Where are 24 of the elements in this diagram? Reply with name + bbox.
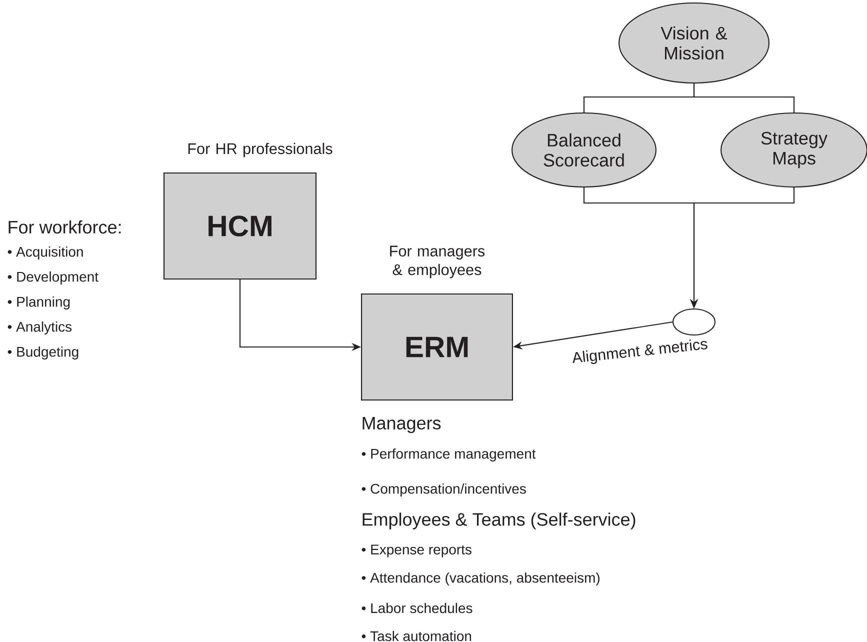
bullet-item: • Compensation/incentives — [362, 483, 526, 497]
bullet-item: • Performance management — [362, 448, 536, 462]
system-box: HCM — [163, 172, 317, 280]
list-heading: Managers — [362, 416, 441, 434]
concept-oval: Balanced Scorecard — [511, 112, 657, 188]
bullet-item: • Task automation — [362, 630, 472, 642]
box-caption: For HR professionals — [188, 142, 332, 158]
bullet-item: • Planning — [8, 296, 70, 310]
list-heading: For workforce: — [8, 220, 121, 234]
list-heading: Employees & Teams (Self-service) — [362, 512, 636, 530]
concept-oval: Strategy Maps — [720, 112, 867, 188]
bullet-item: • Expense reports — [362, 544, 472, 558]
bullet-item: • Analytics — [8, 321, 72, 335]
bullet-item: • Budgeting — [8, 346, 78, 360]
connector — [693, 84, 795, 112]
concept-oval: Vision & Mission — [618, 2, 770, 84]
bullet-item: • Labor schedules — [362, 602, 472, 614]
bullet-item: • Attendance (vacations, absenteeism) — [362, 572, 600, 586]
junction-circle — [672, 308, 716, 336]
system-box: ERM — [361, 293, 513, 401]
box-caption: For managers & employees — [390, 246, 485, 278]
bullet-item: • Acquisition — [8, 246, 83, 260]
edge-label: Alignment & metrics — [572, 339, 708, 364]
bullet-item: • Development — [8, 271, 98, 285]
